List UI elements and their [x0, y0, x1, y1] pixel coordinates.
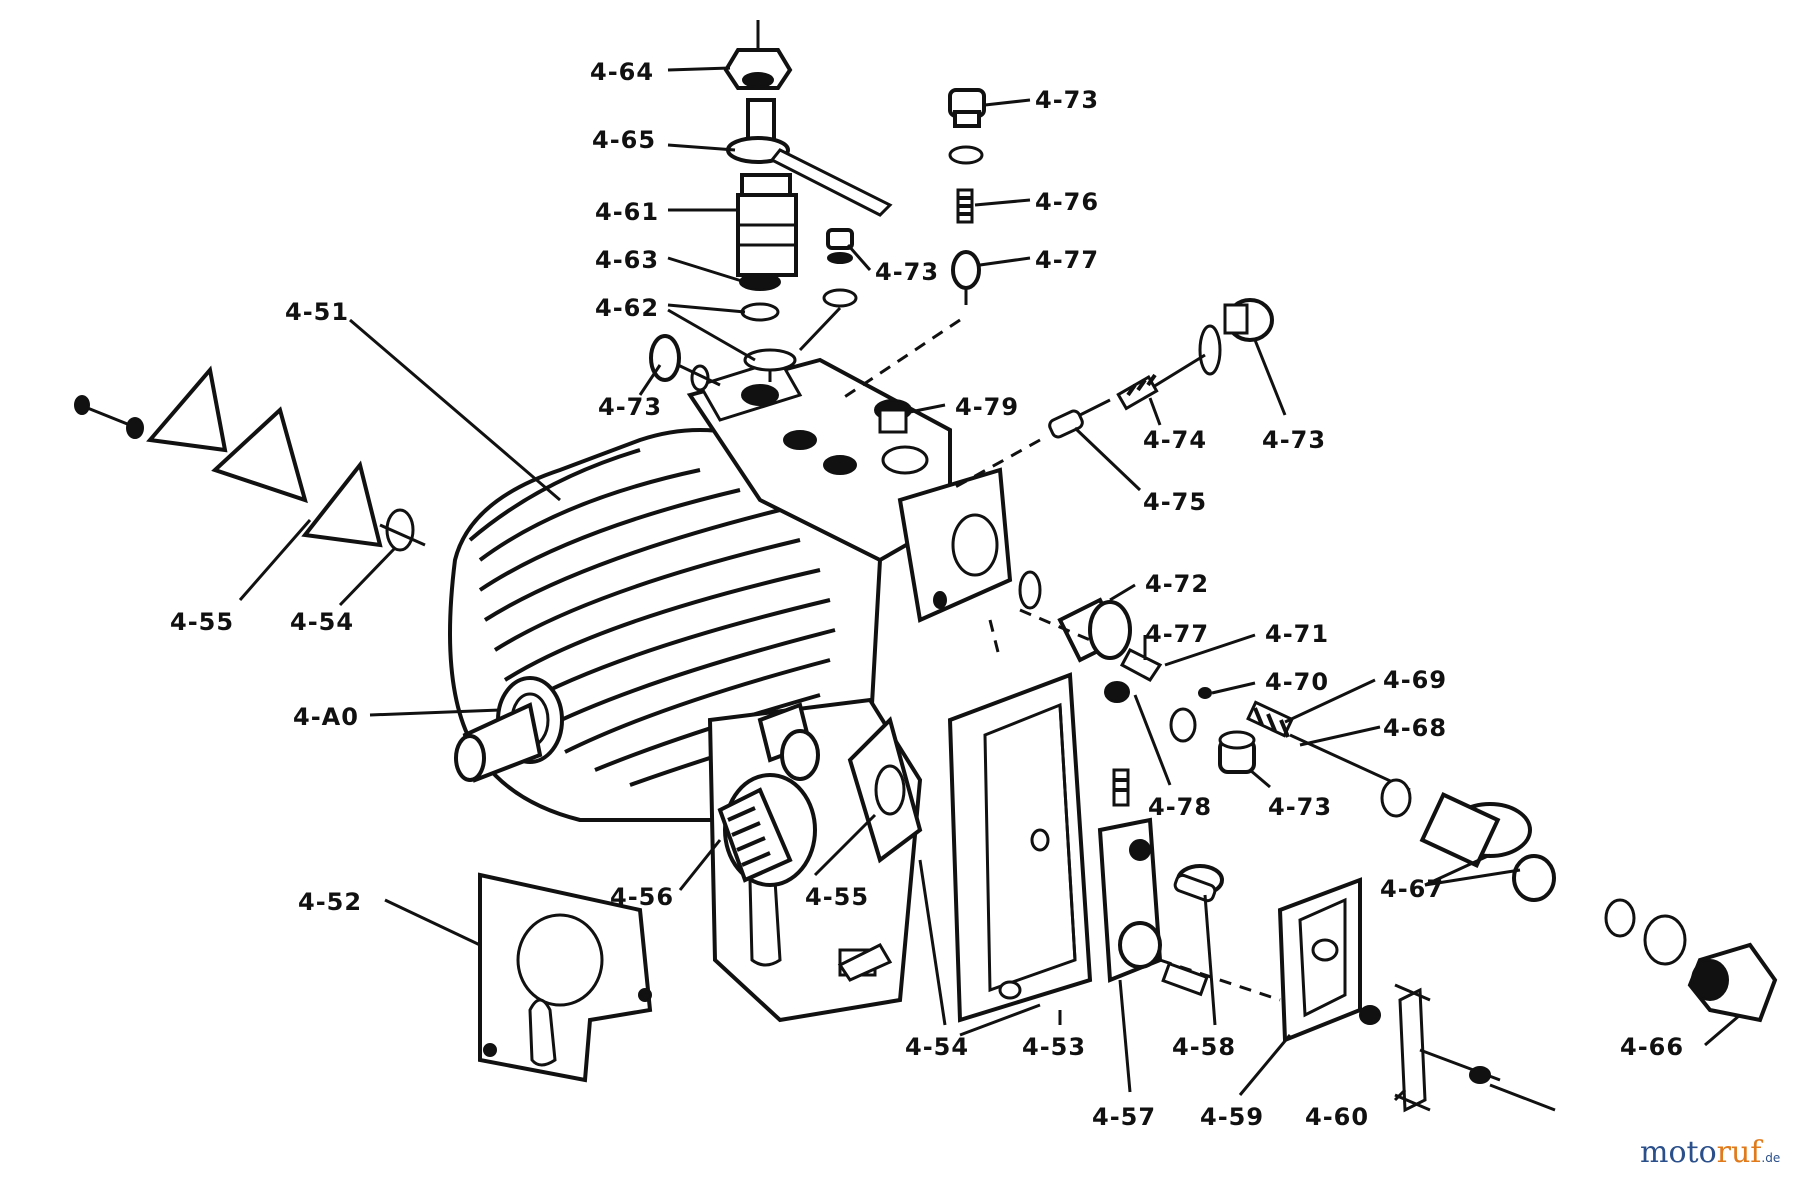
- label-4-76: 4-76: [1035, 188, 1099, 216]
- plug-4-73-middle: [798, 228, 858, 352]
- label-4-52: 4-52: [298, 888, 362, 916]
- label-4-77-top: 4-77: [1035, 246, 1099, 274]
- label-4-73-lower: 4-73: [1268, 793, 1332, 821]
- label-4-54-left: 4-54: [290, 608, 354, 636]
- label-4-70: 4-70: [1265, 668, 1329, 696]
- label-4-75: 4-75: [1143, 488, 1207, 516]
- label-4-A0: 4-A0: [293, 703, 359, 731]
- watermark-ruf: ruf: [1717, 1135, 1764, 1170]
- label-4-65: 4-65: [592, 126, 656, 154]
- label-4-71: 4-71: [1265, 620, 1329, 648]
- label-4-79: 4-79: [955, 393, 1019, 421]
- label-4-62: 4-62: [595, 294, 659, 322]
- label-4-63: 4-63: [595, 246, 659, 274]
- watermark: motoruf.de: [1640, 1135, 1780, 1170]
- label-4-74: 4-74: [1143, 426, 1207, 454]
- upper-right-valve: [949, 298, 1274, 492]
- label-4-69: 4-69: [1383, 666, 1447, 694]
- label-4-73-far-right: 4-73: [1262, 426, 1326, 454]
- label-4-73-middle: 4-73: [875, 258, 939, 286]
- main-housing: [448, 357, 1013, 1023]
- side-valve-chain: [1018, 570, 1778, 1023]
- gasket-4-55-middle: [847, 716, 923, 864]
- label-4-68: 4-68: [1383, 714, 1447, 742]
- gear-4-56: [717, 773, 817, 887]
- label-4-56: 4-56: [610, 883, 674, 911]
- label-4-66: 4-66: [1620, 1033, 1684, 1061]
- label-4-67: 4-67: [1380, 875, 1444, 903]
- relief-valve-stack: [839, 88, 986, 402]
- label-4-64: 4-64: [590, 58, 654, 86]
- watermark-tld: .de: [1761, 1151, 1780, 1165]
- label-4-55-middle: 4-55: [805, 883, 869, 911]
- bracket-4-60: [1394, 983, 1556, 1113]
- part-labels: 4-64 4-65 4-61 4-63 4-62 4-73 4-73 4-76 …: [170, 58, 1684, 1131]
- label-4-78: 4-78: [1148, 793, 1212, 821]
- cover-plate-4-53: [947, 672, 1093, 1037]
- label-4-72: 4-72: [1145, 570, 1209, 598]
- plug-4-79: [874, 399, 912, 434]
- leader-lines: [238, 66, 1741, 1102]
- label-4-57: 4-57: [1092, 1103, 1156, 1131]
- label-4-60: 4-60: [1305, 1103, 1369, 1131]
- label-4-54-bottom: 4-54: [905, 1033, 969, 1061]
- label-4-73-top-right: 4-73: [1035, 86, 1099, 114]
- left-cover-assembly: [74, 365, 426, 552]
- output-shaft: [454, 676, 564, 783]
- gasket-4-52: [478, 872, 653, 1083]
- bolt-4-58: [1173, 873, 1217, 903]
- label-4-51: 4-51: [285, 298, 349, 326]
- label-4-59: 4-59: [1200, 1103, 1264, 1131]
- plug-4-73-left: [649, 334, 721, 392]
- plate-4-59: [1277, 877, 1381, 1043]
- top-stack-parts: [723, 20, 893, 395]
- label-4-73-left: 4-73: [598, 393, 662, 421]
- label-4-53: 4-53: [1022, 1033, 1086, 1061]
- label-4-58: 4-58: [1172, 1033, 1236, 1061]
- label-4-55-left: 4-55: [170, 608, 234, 636]
- label-4-77-middle: 4-77: [1145, 620, 1209, 648]
- label-4-61: 4-61: [595, 198, 659, 226]
- plug-4-73-lower: [1218, 730, 1256, 774]
- watermark-moto: moto: [1640, 1135, 1717, 1170]
